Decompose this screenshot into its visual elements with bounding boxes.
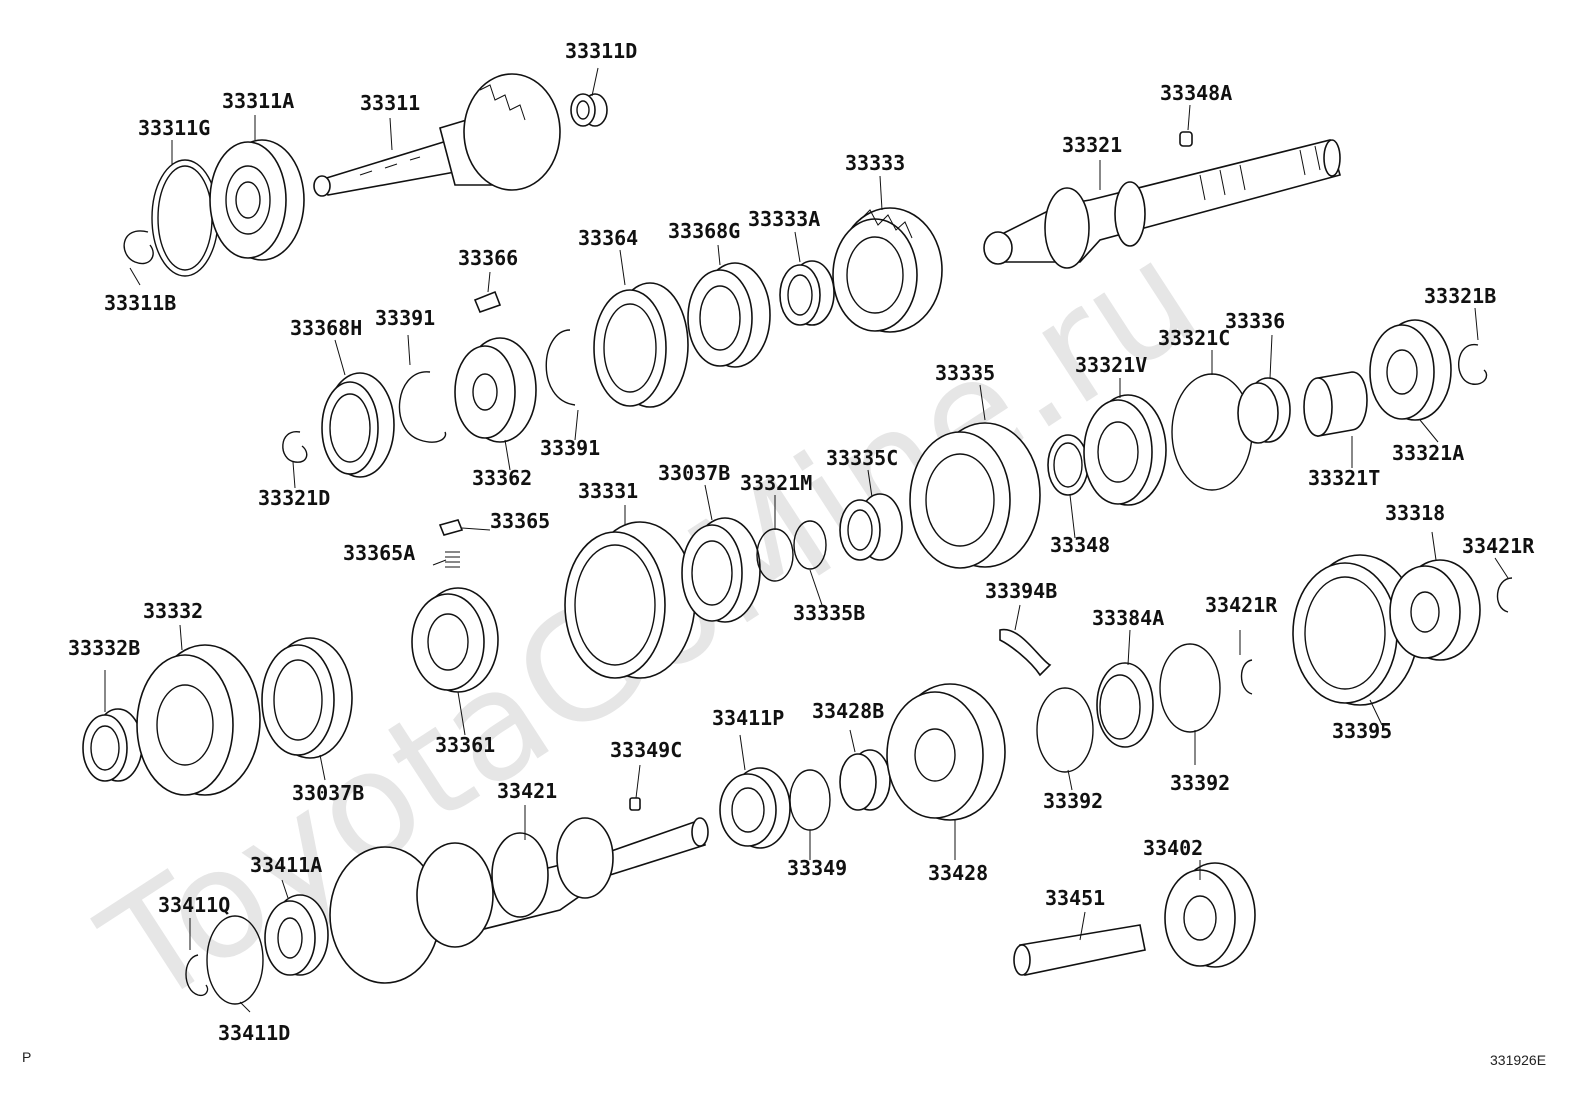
label-33311B: 33311B: [104, 291, 176, 315]
output-shaft-group: [593, 131, 1341, 408]
label-33395: 33395: [1332, 719, 1392, 743]
left-lower-group: [82, 637, 353, 796]
label-33392-a: 33392: [1043, 789, 1103, 813]
label-33037B-a: 33037B: [658, 461, 730, 485]
corner-left-mark: P: [22, 1049, 31, 1065]
label-33391-a: 33391: [375, 306, 435, 330]
label-33335: 33335: [935, 361, 995, 385]
label-33384A: 33384A: [1092, 606, 1164, 630]
label-33391-b: 33391: [540, 436, 600, 460]
input-shaft-group: [123, 73, 608, 277]
label-33335C: 33335C: [826, 446, 898, 470]
label-33321T: 33321T: [1308, 466, 1380, 490]
label-33037B-b: 33037B: [292, 781, 364, 805]
label-33368G: 33368G: [668, 219, 740, 243]
label-33311G: 33311G: [138, 116, 210, 140]
label-33348A: 33348A: [1160, 81, 1232, 105]
center-group: [411, 493, 903, 693]
label-33332B: 33332B: [68, 636, 140, 660]
label-33365: 33365: [490, 509, 550, 533]
leader-lines: [104, 67, 1509, 1013]
label-33411P: 33411P: [712, 706, 784, 730]
label-33321A: 33321A: [1392, 441, 1464, 465]
label-33362: 33362: [472, 466, 532, 490]
label-33421R-a: 33421R: [1205, 593, 1278, 617]
label-33311: 33311: [360, 91, 420, 115]
label-33318: 33318: [1385, 501, 1445, 525]
label-33364: 33364: [578, 226, 638, 250]
label-33366: 33366: [458, 246, 518, 270]
label-33321B: 33321B: [1424, 284, 1496, 308]
label-33335B: 33335B: [793, 601, 865, 625]
label-33333: 33333: [845, 151, 905, 175]
counter-shaft-group: [185, 797, 709, 1005]
label-33368H: 33368H: [290, 316, 362, 340]
synchro-group: [282, 290, 576, 478]
part-labels: 33311D 33311A 33311 33311G 33311B 33348A…: [68, 39, 1535, 1045]
label-33333A: 33333A: [748, 207, 820, 231]
label-33392-b: 33392: [1170, 771, 1230, 795]
label-33451: 33451: [1045, 886, 1105, 910]
label-33411D: 33411D: [218, 1021, 290, 1045]
right-lower-group: [719, 554, 1513, 976]
label-33402: 33402: [1143, 836, 1203, 860]
label-33311A: 33311A: [222, 89, 294, 113]
label-33321V: 33321V: [1075, 353, 1147, 377]
label-33421: 33421: [497, 779, 557, 803]
label-33394B: 33394B: [985, 579, 1057, 603]
label-33348: 33348: [1050, 533, 1110, 557]
label-33349: 33349: [787, 856, 847, 880]
label-33428B: 33428B: [812, 699, 884, 723]
label-33411Q: 33411Q: [158, 893, 230, 917]
label-33321C: 33321C: [1158, 326, 1230, 350]
label-33332: 33332: [143, 599, 203, 623]
label-33321: 33321: [1062, 133, 1122, 157]
label-33428: 33428: [928, 861, 988, 885]
label-33321D: 33321D: [258, 486, 330, 510]
label-33321M: 33321M: [740, 471, 812, 495]
label-33361: 33361: [435, 733, 495, 757]
label-33311D: 33311D: [565, 39, 637, 63]
label-33349C: 33349C: [610, 738, 682, 762]
label-33411A: 33411A: [250, 853, 322, 877]
label-33336: 33336: [1225, 309, 1285, 333]
label-33421R-b: 33421R: [1462, 534, 1535, 558]
label-33331: 33331: [578, 479, 638, 503]
mid-right-group: [909, 319, 1488, 569]
label-33365A: 33365A: [343, 541, 415, 565]
diagram-code: 331926E: [1490, 1052, 1546, 1068]
